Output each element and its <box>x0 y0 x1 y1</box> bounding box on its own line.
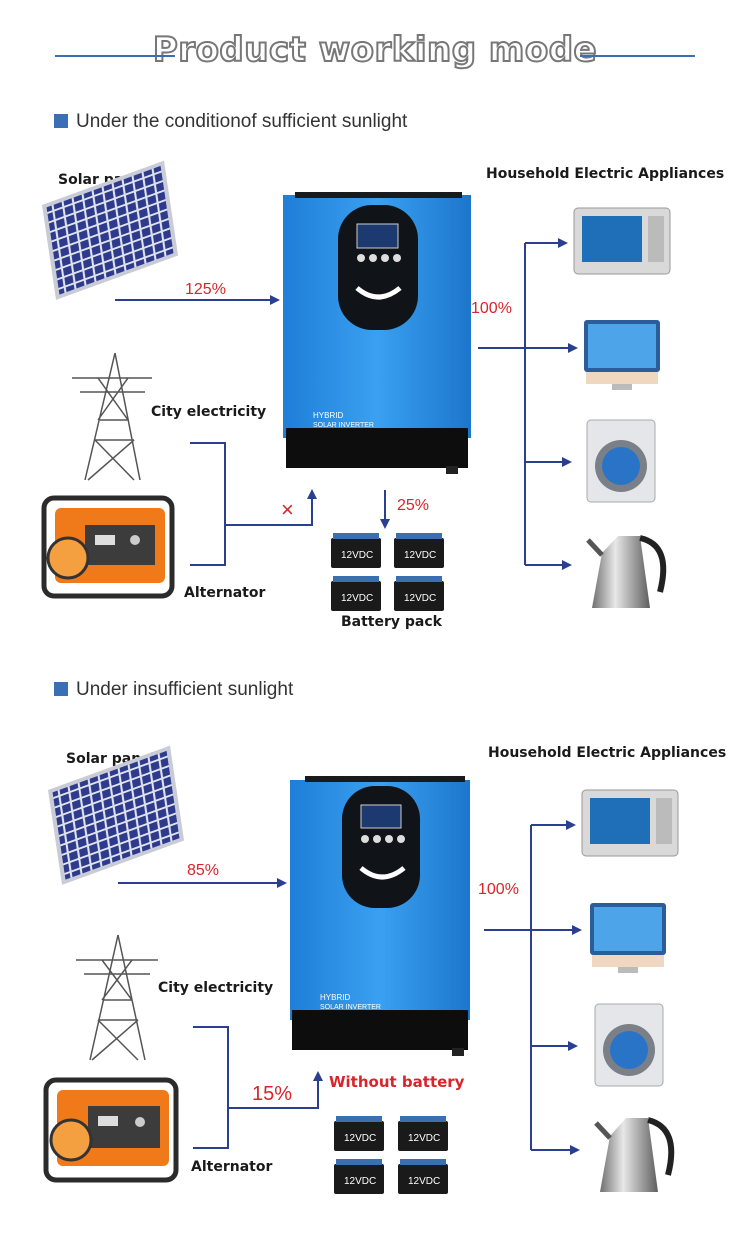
mode1-grid-blocked-mark: × <box>281 497 294 522</box>
inverter-label-1: HYBRID <box>313 411 343 420</box>
grid-bracket <box>193 1026 229 1149</box>
washing-machine-icon <box>594 1003 664 1087</box>
mode1-appliances-label: Household Electric Appliances <box>486 166 725 182</box>
title-line-right <box>580 55 695 57</box>
solar-panel-icon <box>42 160 179 300</box>
monitor-icon <box>584 320 660 390</box>
battery-icon: 12VDC <box>331 576 381 611</box>
mode1-solar-pct: 125% <box>185 281 226 298</box>
mode1-battery-pct: 25% <box>397 497 430 514</box>
heading-square-icon <box>54 682 68 696</box>
heading-square-icon <box>54 114 68 128</box>
mode1-alternator-label: Alternator <box>184 585 266 601</box>
kettle-icon <box>594 1117 675 1192</box>
battery-icon: 12VDC <box>398 1116 448 1151</box>
grid-to-inverter-arrow <box>225 489 317 526</box>
battery-text: 12VDC <box>404 593 436 604</box>
mode2-appliances-label: Household Electric Appliances <box>488 745 727 761</box>
battery-icon: 12VDC <box>331 533 381 568</box>
power-tower-icon <box>72 352 152 481</box>
microwave-icon <box>581 789 679 857</box>
battery-text: 12VDC <box>344 1133 376 1144</box>
mode1-heading: Under the conditionof sufficient sunligh… <box>54 111 407 133</box>
mode1-battery-label: Battery pack <box>341 614 442 630</box>
inverter-label-2: SOLAR INVERTER <box>320 1004 381 1011</box>
mode2-alternator-label: Alternator <box>191 1159 273 1175</box>
power-tower-icon <box>76 934 158 1061</box>
hybrid-inverter-icon: HYBRID SOLAR INVERTER <box>283 192 471 474</box>
mode1-diagram: HYBRID SOLAR INVERTER 12VDC 12VDC 12VDC … <box>41 160 671 611</box>
battery-text: 12VDC <box>341 550 373 561</box>
inverter-label-1: HYBRID <box>320 993 350 1002</box>
mode2-output-pct: 100% <box>478 881 519 898</box>
generator-icon <box>43 1077 179 1183</box>
battery-pack: 12VDC 12VDC 12VDC 12VDC <box>331 533 444 611</box>
generator-icon <box>41 495 175 599</box>
mode2-arrows <box>118 820 582 1155</box>
mode2-no-battery-label: Without battery <box>329 1073 465 1091</box>
mode2-solar-pct: 85% <box>187 862 220 879</box>
mode2-grid-pct: 15% <box>252 1083 293 1105</box>
battery-icon: 12VDC <box>334 1159 384 1194</box>
mode2-heading-text: Under insufficient sunlight <box>76 679 294 700</box>
battery-icon: 12VDC <box>394 533 444 568</box>
mode1-arrows <box>115 238 578 570</box>
title-line-left <box>55 55 175 57</box>
battery-text: 12VDC <box>408 1133 440 1144</box>
mode2-city-label: City electricity <box>158 980 274 996</box>
battery-pack: 12VDC 12VDC 12VDC 12VDC <box>334 1116 448 1194</box>
inverter-label-2: SOLAR INVERTER <box>313 422 374 429</box>
grid-bracket <box>190 442 226 566</box>
hybrid-inverter-icon: HYBRID SOLAR INVERTER <box>290 776 470 1056</box>
microwave-icon <box>573 207 671 275</box>
monitor-icon <box>590 903 666 973</box>
battery-icon: 12VDC <box>398 1159 448 1194</box>
battery-text: 12VDC <box>341 593 373 604</box>
page-title: Product working mode <box>152 29 598 71</box>
mode2-heading: Under insufficient sunlight <box>54 679 293 701</box>
solar-panel-icon <box>48 745 185 885</box>
kettle-icon <box>586 535 667 608</box>
grid-to-inverter-arrow <box>228 1071 323 1109</box>
battery-text: 12VDC <box>408 1176 440 1187</box>
mode1-heading-text: Under the conditionof sufficient sunligh… <box>76 111 408 132</box>
mode1-city-label: City electricity <box>151 404 267 420</box>
battery-icon: 12VDC <box>394 576 444 611</box>
washing-machine-icon <box>586 419 656 503</box>
battery-icon: 12VDC <box>334 1116 384 1151</box>
battery-text: 12VDC <box>404 550 436 561</box>
mode1-output-pct: 100% <box>471 300 512 317</box>
battery-text: 12VDC <box>344 1176 376 1187</box>
